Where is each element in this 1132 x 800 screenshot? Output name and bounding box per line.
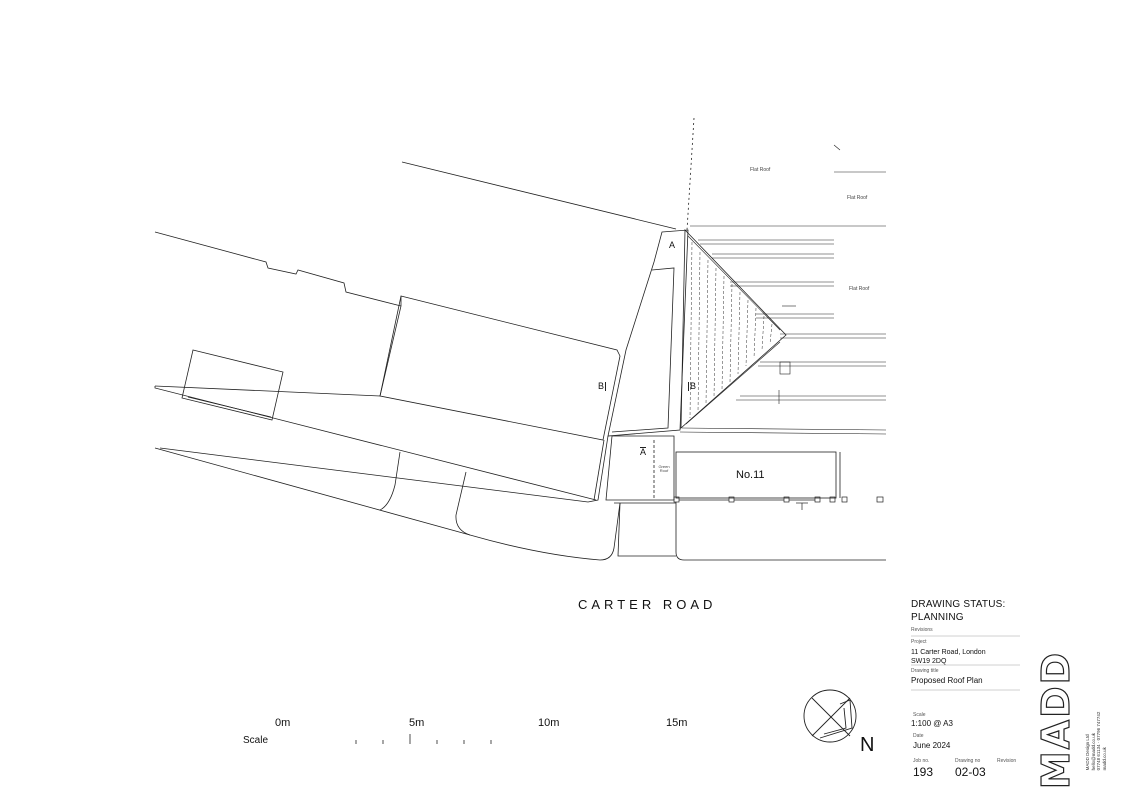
- company-logo: MADD: [1033, 650, 1078, 790]
- section-marker-a-bottom: A: [640, 447, 647, 457]
- host-inner-edge: [611, 267, 675, 433]
- side-passage-inner: [593, 439, 605, 501]
- neighbour-outline-top: [154, 231, 402, 307]
- date-label: Date: [913, 733, 924, 739]
- revision-label: Revision: [997, 758, 1017, 764]
- drawing-title-value: Proposed Roof Plan: [911, 676, 983, 685]
- label-flat-roof-3: Flat Roof: [849, 286, 870, 292]
- scale-tick-5m: 5m: [409, 717, 425, 729]
- drawing-no-value: 02-03: [955, 765, 986, 779]
- revisions-label: Revisions: [911, 627, 933, 633]
- neighbour-front-line: [154, 386, 597, 501]
- drawing-status-heading: DRAWING STATUS:: [911, 599, 1006, 610]
- company-web: madd.co.uk: [1101, 747, 1107, 771]
- front-garden-wall-2: [455, 471, 621, 561]
- scale-tick-0m: 0m: [275, 717, 291, 729]
- side-passage: [587, 435, 609, 503]
- front-garden-no11: [617, 502, 676, 557]
- scale-bar: [355, 734, 492, 744]
- project-address-line1: 11 Carter Road, London: [911, 649, 986, 656]
- company-contact: MADD Design Ltd hello@madd.co.uk 07748 6…: [1078, 706, 1114, 776]
- neighbour-rear-line: [159, 447, 589, 503]
- host-building-wedge: [607, 229, 689, 437]
- drawing-no-label: Drawing no: [955, 758, 981, 764]
- roof-hatching: [689, 241, 773, 419]
- neighbour-step: [379, 296, 402, 397]
- job-no-label: Job no.: [913, 758, 930, 764]
- label-flat-roof-1: Flat Roof: [750, 167, 771, 173]
- label-flat-roof-2: Flat Roof: [847, 195, 868, 201]
- drawing-status-value: PLANNING: [911, 612, 964, 623]
- company-contact-rotated: MADD Design Ltd hello@madd.co.uk 07748 6…: [1085, 712, 1107, 771]
- front-boundary: [154, 447, 471, 536]
- label-road-name: CARTER ROAD: [578, 597, 717, 612]
- company-logo-text: MADD: [1033, 650, 1078, 790]
- drawing-title-label: Drawing title: [911, 668, 939, 674]
- north-label: N: [860, 734, 875, 756]
- date-value: June 2024: [913, 741, 951, 750]
- scale-tick-15m: 15m: [666, 717, 688, 729]
- boundary-line-north: [401, 161, 677, 230]
- section-marker-a-top: A: [669, 240, 676, 250]
- front-garden-no11-right: [675, 502, 886, 561]
- roof-ridge-lines: [679, 235, 887, 435]
- front-bay-posts: [673, 496, 884, 510]
- company-phone: 07748 61134 · 07796 747742: [1096, 711, 1101, 771]
- label-green-roof: Green Roof: [658, 464, 670, 473]
- front-garden-wall-1: [379, 451, 401, 511]
- section-marker-b-right: B: [688, 381, 697, 391]
- scale-label: Scale: [243, 735, 269, 746]
- title-block-rules: [911, 635, 1020, 691]
- adjacent-flat-roof-lines: [690, 144, 886, 404]
- no11-front-bay: [675, 451, 837, 499]
- hipped-roof: [680, 229, 787, 429]
- neighbour-rear-block: [379, 295, 621, 441]
- neighbour-side-wall: [154, 385, 381, 397]
- scale-tick-10m: 10m: [538, 717, 560, 729]
- scale-label-tb: Scale: [913, 712, 926, 718]
- north-arrow-icon: [803, 689, 857, 743]
- project-label: Project: [911, 639, 927, 645]
- boundary-dash: [686, 117, 695, 231]
- label-house-number: No.11: [736, 469, 765, 481]
- job-no-value: 193: [913, 765, 934, 779]
- scale-value: 1:100 @ A3: [911, 719, 953, 728]
- section-marker-b-left: B: [598, 381, 607, 391]
- project-address-line2: SW19 2DQ: [911, 658, 947, 665]
- neighbour-outbuilding: [181, 349, 284, 421]
